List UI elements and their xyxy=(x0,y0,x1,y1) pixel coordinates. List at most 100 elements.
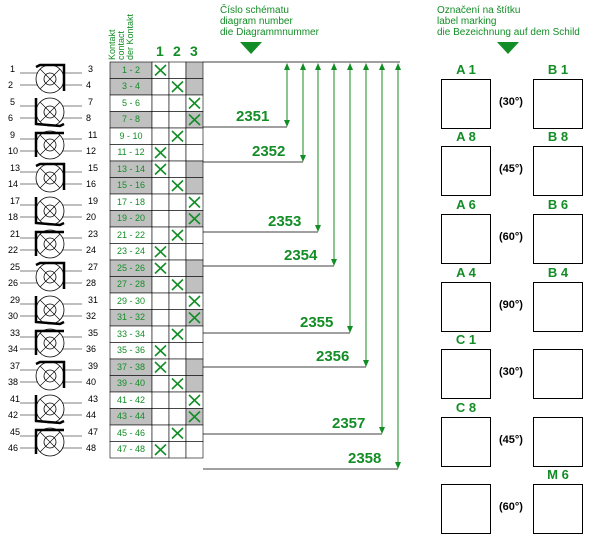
contact-number: 3 xyxy=(88,64,94,74)
arrow-head-icon xyxy=(300,155,306,162)
switch-cell xyxy=(168,309,187,327)
contact-number: 32 xyxy=(86,311,97,321)
contact-number: 17 xyxy=(10,196,21,206)
label-left-name: A 8 xyxy=(456,129,476,144)
label-angle: (30°) xyxy=(499,366,523,378)
label-box xyxy=(441,79,491,129)
contact-number: 36 xyxy=(86,344,97,354)
contact-number: 41 xyxy=(10,394,21,404)
x-mark xyxy=(171,179,184,192)
switch-cell xyxy=(151,193,170,211)
arrow-head-icon xyxy=(379,427,385,434)
label-angle: (90°) xyxy=(499,299,523,311)
switch-cell xyxy=(185,160,204,178)
contact-number: 18 xyxy=(8,212,19,222)
column-3-header: 3 xyxy=(190,43,198,59)
contact-number: 27 xyxy=(88,262,99,272)
label-right-name: B 6 xyxy=(547,197,569,212)
contact-number: 21 xyxy=(10,229,21,239)
connector-cross xyxy=(39,134,61,156)
contact-number: 5 xyxy=(10,97,16,107)
switch-cell xyxy=(168,144,187,162)
contact-number: 20 xyxy=(86,212,97,222)
label-box xyxy=(441,349,491,399)
x-mark xyxy=(188,394,201,407)
x-mark xyxy=(154,245,167,258)
contact-number: 35 xyxy=(88,328,99,338)
switch-cell xyxy=(168,160,187,178)
contact-range: 23 - 24 xyxy=(116,246,146,256)
contact-range: 1 - 2 xyxy=(121,64,140,75)
bridge-line xyxy=(35,360,66,388)
x-mark xyxy=(171,278,184,291)
contact-range: 35 - 36 xyxy=(116,345,146,355)
label-left-name: C 1 xyxy=(455,332,477,347)
bridge-line xyxy=(34,98,65,128)
contact-number: 37 xyxy=(10,361,21,371)
switch-cell xyxy=(185,243,204,261)
contact-range: 41 - 42 xyxy=(116,394,146,405)
contact-range: 15 - 16 xyxy=(116,180,146,190)
connector-cross xyxy=(39,299,61,321)
contact-number: 13 xyxy=(10,163,21,173)
connector-cross xyxy=(39,68,61,90)
contact-number: 22 xyxy=(8,245,19,255)
label-box xyxy=(441,146,491,196)
label-right-name: B 1 xyxy=(547,62,569,77)
switch-cell xyxy=(168,94,187,112)
label-marking-header: Označení na štítku label marking die Bez… xyxy=(437,5,580,38)
label-box xyxy=(533,79,583,129)
x-mark xyxy=(171,130,184,143)
contact-range: 27 - 28 xyxy=(116,279,146,289)
arrow-head-icon xyxy=(284,120,290,127)
connector-cross xyxy=(39,266,61,288)
label-angle: (45°) xyxy=(499,434,523,446)
arrow-head-icon xyxy=(395,462,401,469)
bridge-line xyxy=(34,329,64,355)
switch-cell xyxy=(168,193,187,211)
column-1-header: 1 xyxy=(156,43,164,59)
label-box xyxy=(533,146,583,196)
contact-number: 14 xyxy=(8,179,19,189)
schema-de: die Diagrammnummer xyxy=(220,27,319,38)
switch-cell xyxy=(185,375,204,393)
arrow-head-icon xyxy=(331,259,337,266)
contact-range: 21 - 22 xyxy=(116,229,146,240)
contact-range: 33 - 34 xyxy=(116,328,146,339)
contact-range: 13 - 14 xyxy=(116,163,146,174)
arrow-head-icon xyxy=(395,63,401,70)
connector-cross xyxy=(39,167,61,189)
diagram-number: 2353 xyxy=(268,213,302,230)
label-box xyxy=(533,417,583,467)
switch-cell xyxy=(185,325,204,343)
x-mark xyxy=(171,377,184,390)
contact-range: 43 - 44 xyxy=(116,411,146,421)
switch-cell xyxy=(151,375,170,393)
switch-cell xyxy=(168,243,187,261)
arrow-head-icon xyxy=(315,225,321,232)
switch-cell xyxy=(185,144,204,162)
contact-number: 24 xyxy=(86,245,97,255)
switch-cell xyxy=(151,325,170,343)
diagram-number: 2354 xyxy=(284,247,318,264)
switch-cell xyxy=(168,408,187,426)
contact-number: 9 xyxy=(10,130,16,140)
contact-number: 46 xyxy=(8,443,19,453)
label-en: label marking xyxy=(437,16,497,27)
diagram-number: 2358 xyxy=(348,450,382,467)
x-mark xyxy=(154,361,167,374)
bridge-line xyxy=(34,395,65,425)
contact-range: 47 - 48 xyxy=(116,444,146,454)
arrow-head-icon xyxy=(315,63,321,70)
switch-cell xyxy=(151,408,170,426)
label-left-name: A 6 xyxy=(456,197,476,212)
schema-cz: Číslo schématu xyxy=(220,5,289,16)
label-right-name: M 6 xyxy=(547,467,569,482)
connector-cross xyxy=(39,200,61,222)
switch-cell xyxy=(151,210,170,228)
switch-cell xyxy=(185,127,204,145)
contact-number: 8 xyxy=(86,113,92,123)
bridge-line xyxy=(35,63,66,91)
contact-number: 48 xyxy=(86,443,97,453)
contact-number: 16 xyxy=(86,179,97,189)
